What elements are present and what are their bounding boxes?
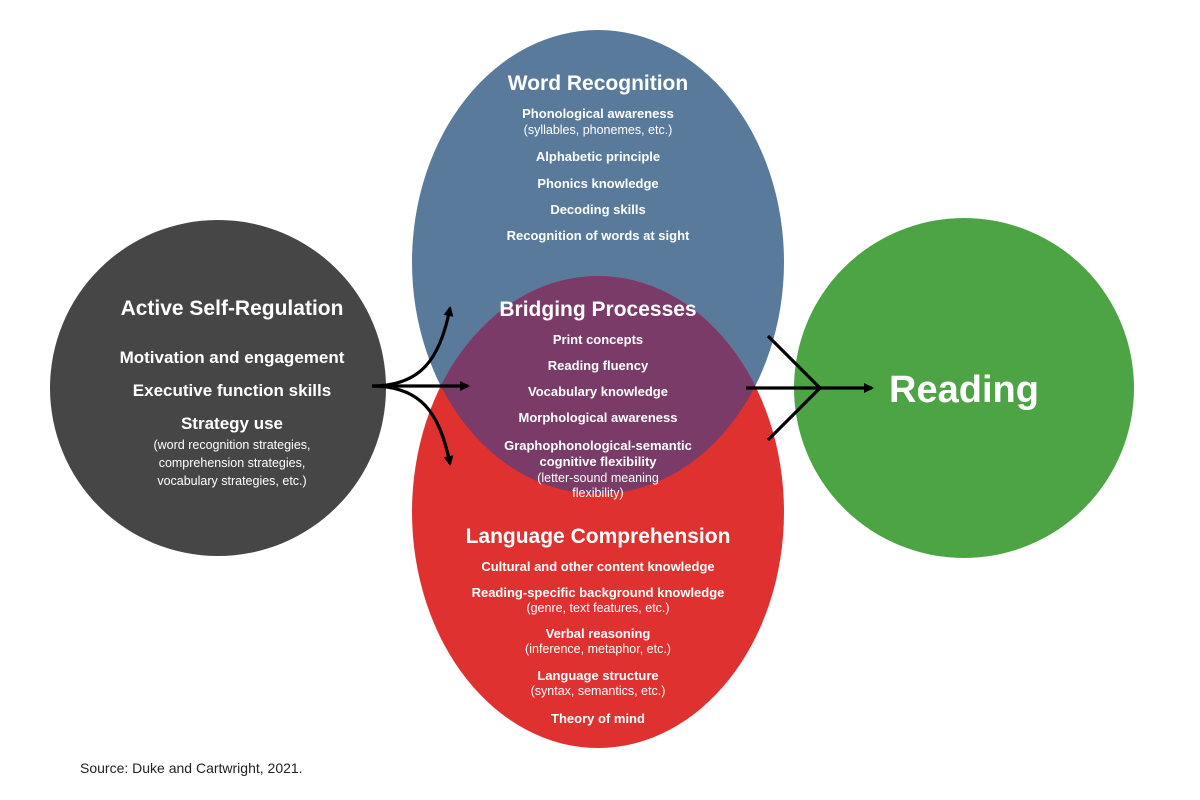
language-comprehension-detail: (inference, metaphor, etc.) <box>525 642 671 656</box>
word-recognition-item: Recognition of words at sight <box>507 228 690 243</box>
bridging-processes-text: Bridging Processes Print concepts Readin… <box>499 298 696 500</box>
language-comprehension-detail: (genre, text features, etc.) <box>526 601 669 615</box>
self-regulation-circle <box>50 220 386 556</box>
word-recognition-item: Alphabetic principle <box>536 149 660 164</box>
self-regulation-item: Strategy use <box>181 414 283 433</box>
bridging-detail: flexibility) <box>572 486 623 500</box>
self-regulation-item: Motivation and engagement <box>120 348 345 367</box>
self-regulation-item: Executive function skills <box>133 381 331 400</box>
reading-title: Reading <box>889 369 1039 411</box>
bridging-item: Print concepts <box>553 332 643 347</box>
bridging-detail: (letter-sound meaning <box>537 471 659 485</box>
language-comprehension-item: Cultural and other content knowledge <box>481 559 714 574</box>
language-comprehension-item: Language structure <box>537 668 658 683</box>
bridging-item: cognitive flexibility <box>539 454 657 469</box>
bridging-item: Reading fluency <box>548 358 649 373</box>
word-recognition-item: Phonological awareness <box>522 106 674 121</box>
arrow-to-language-comprehension <box>371 384 454 466</box>
strategy-detail: (word recognition strategies, <box>153 438 310 452</box>
strategy-detail: comprehension strategies, <box>159 456 306 470</box>
word-recognition-text: Word Recognition Phonological awareness … <box>507 72 690 243</box>
self-regulation-text: Active Self-Regulation Motivation and en… <box>120 297 345 488</box>
self-regulation-title: Active Self-Regulation <box>121 297 344 320</box>
bridging-title: Bridging Processes <box>499 298 696 321</box>
word-recognition-item: Decoding skills <box>550 202 645 217</box>
arrow-top-branch <box>766 334 822 390</box>
bridging-item: Graphophonological-semantic <box>504 438 692 453</box>
language-comprehension-item: Reading-specific background knowledge <box>472 585 725 600</box>
bridging-item: Morphological awareness <box>519 410 678 425</box>
reading-circle <box>794 218 1134 558</box>
word-recognition-title: Word Recognition <box>508 72 688 95</box>
language-comprehension-text: Language Comprehension Cultural and othe… <box>466 525 731 726</box>
language-comprehension-title: Language Comprehension <box>466 525 731 548</box>
source-citation: Source: Duke and Cartwright, 2021. <box>80 760 303 776</box>
language-comprehension-item: Theory of mind <box>551 711 645 726</box>
strategy-detail: vocabulary strategies, etc.) <box>157 474 306 488</box>
arrows <box>371 306 874 466</box>
bridging-processes-overlap <box>412 276 784 494</box>
language-comprehension-item: Verbal reasoning <box>546 626 651 641</box>
arrow-bottom-branch <box>766 386 822 442</box>
bridging-item: Vocabulary knowledge <box>528 384 668 399</box>
word-recognition-item: Phonics knowledge <box>537 176 658 191</box>
language-comprehension-detail: (syntax, semantics, etc.) <box>531 684 666 698</box>
word-recognition-detail: (syllables, phonemes, etc.) <box>524 123 673 137</box>
